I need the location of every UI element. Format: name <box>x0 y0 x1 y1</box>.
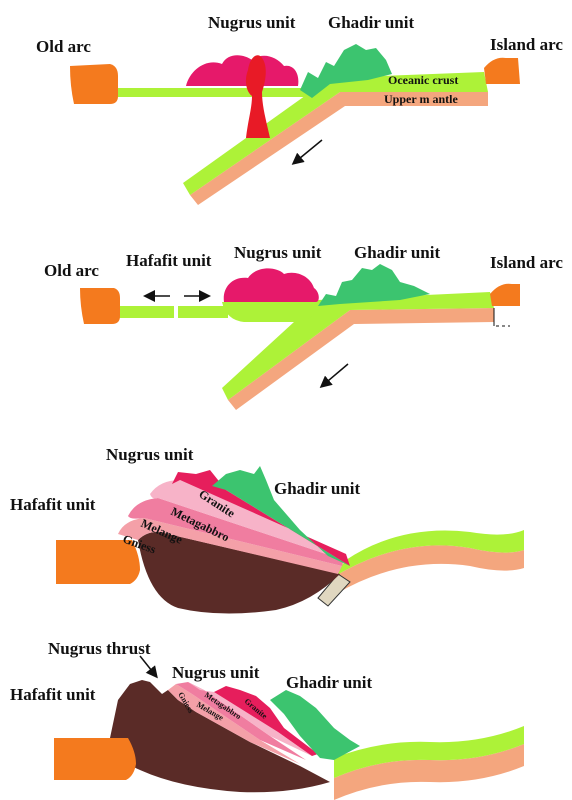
label-hafafit-unit: Hafafit unit <box>10 685 96 704</box>
label-ghadir-unit: Ghadir unit <box>274 479 360 498</box>
island-arc-block <box>484 58 520 84</box>
label-island-arc: Island arc <box>490 35 563 54</box>
label-ghadir-unit: Ghadir unit <box>354 243 440 262</box>
label-nugrus-unit: Nugrus unit <box>172 663 260 682</box>
label-hafafit-unit: Hafafit unit <box>126 251 212 270</box>
label-island-arc: Island arc <box>490 253 563 272</box>
nugrus-unit-body <box>224 268 319 302</box>
label-nugrus-unit: Nugrus unit <box>234 243 322 262</box>
panel-3-collision-stage: Nugrus unit Ghadir unit Hafafit unit Gra… <box>10 445 524 614</box>
label-nugrus-unit: Nugrus unit <box>208 13 296 32</box>
island-arc-block <box>490 284 520 306</box>
old-arc-block <box>80 288 120 324</box>
nugrus-unit-body <box>186 55 298 86</box>
label-nugrus-unit: Nugrus unit <box>106 445 194 464</box>
label-old-arc: Old arc <box>44 261 99 280</box>
panel-1-subduction-stage: Old arc Nugrus unit Ghadir unit Island a… <box>36 13 563 205</box>
nugrus-thrust-arrow <box>140 656 156 676</box>
label-hafafit-unit: Hafafit unit <box>10 495 96 514</box>
oceanic-crust-flat-left <box>112 88 308 97</box>
label-upper-mantle: Upper m antle <box>384 92 458 106</box>
panel-2-extension-stage: Old arc Hafafit unit Nugrus unit Ghadir … <box>44 243 563 410</box>
old-arc-block <box>54 738 136 780</box>
label-old-arc: Old arc <box>36 37 91 56</box>
label-nugrus-thrust: Nugrus thrust <box>48 639 151 658</box>
oceanic-crust-right-segment <box>178 306 228 318</box>
label-ghadir-unit: Ghadir unit <box>286 673 372 692</box>
label-ghadir-unit: Ghadir unit <box>328 13 414 32</box>
old-arc-block <box>70 64 118 104</box>
panel-4-thrusting-stage: Nugrus thrust Nugrus unit Ghadir unit Ha… <box>10 639 524 800</box>
subduction-arrow <box>294 140 322 163</box>
subduction-arrow <box>322 364 348 386</box>
oceanic-crust-left-segment <box>118 306 174 318</box>
label-oceanic-crust: Oceanic crust <box>388 73 458 87</box>
nugrus-lens <box>222 300 320 322</box>
